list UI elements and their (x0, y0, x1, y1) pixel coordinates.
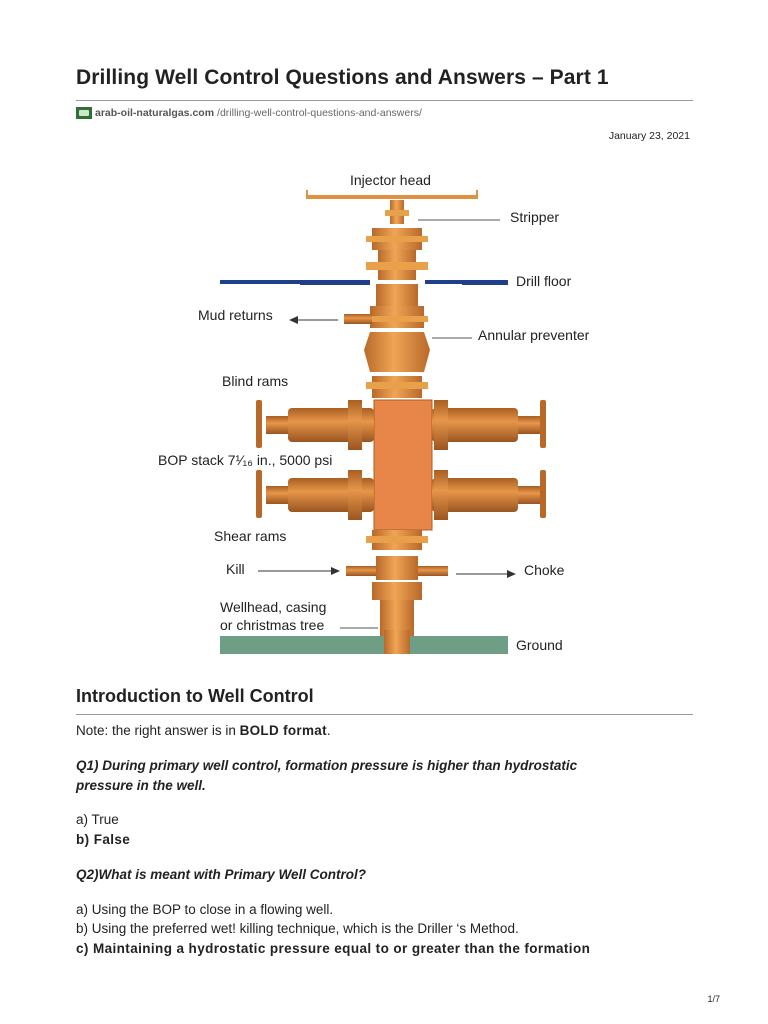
q1-question: Q1) During primary well control, formati… (76, 756, 577, 796)
blind-rams (256, 400, 546, 450)
note-bold: BOLD format (239, 723, 327, 738)
q1-question-line1: Q1) During primary well control, formati… (76, 758, 578, 773)
title-divider (76, 100, 693, 101)
annular-preventer (364, 332, 430, 372)
label-wellhead-2: or christmas tree (220, 617, 324, 633)
q2-question: Q2)What is meant with Primary Well Contr… (76, 867, 367, 882)
note-suffix: . (326, 723, 331, 738)
injector-head-bar (306, 195, 478, 199)
publish-date: January 23, 2021 (608, 130, 690, 142)
q1-answer-b: b) False (76, 832, 131, 847)
section-title: Introduction to Well Control (76, 686, 314, 706)
note-prefix: Note: the right answer is in (76, 723, 240, 738)
site-favicon-icon (76, 107, 92, 119)
ground (220, 636, 508, 654)
bop-stack-diagram: Injector head Drill floor Stripper Mud r… (158, 172, 590, 654)
label-shear-rams: Shear rams (214, 528, 286, 544)
q1-answer-a: a) True (76, 812, 119, 827)
note-text: Note: the right answer is in BOLD format… (76, 721, 331, 741)
q2-answer-b: b) Using the preferred wet! killing tech… (76, 921, 519, 936)
label-bop-stack: BOP stack 7¹⁄₁₆ in., 5000 psi (158, 452, 332, 468)
q2-answer-a: a) Using the BOP to close in a flowing w… (76, 902, 334, 917)
label-stripper: Stripper (510, 209, 559, 225)
label-injector-head: Injector head (350, 172, 431, 188)
label-annular-preventer: Annular preventer (478, 327, 590, 343)
section-divider (76, 714, 693, 715)
label-drill-floor: Drill floor (516, 273, 572, 289)
page-number: 1/7 (707, 994, 720, 1004)
label-kill: Kill (226, 561, 245, 577)
q1-question-line2: pressure in the well. (76, 778, 206, 793)
bop-body (373, 399, 433, 531)
label-blind-rams: Blind rams (222, 373, 288, 389)
page-title: Drilling Well Control Questions and Answ… (76, 66, 609, 89)
q2-answer-c: c) Maintaining a hydrostatic pressure eq… (76, 941, 591, 956)
drill-floor-left (220, 280, 370, 284)
label-mud-returns: Mud returns (198, 307, 273, 323)
source-domain[interactable]: arab-oil-naturalgas.com (95, 107, 215, 119)
label-ground: Ground (516, 637, 563, 653)
label-choke: Choke (524, 562, 565, 578)
label-wellhead-1: Wellhead, casing (220, 599, 326, 615)
shear-rams (256, 470, 546, 520)
source-path[interactable]: /drilling-well-control-questions-and-ans… (217, 107, 422, 119)
source-url[interactable]: arab-oil-naturalgas.com/drilling-well-co… (76, 107, 422, 119)
